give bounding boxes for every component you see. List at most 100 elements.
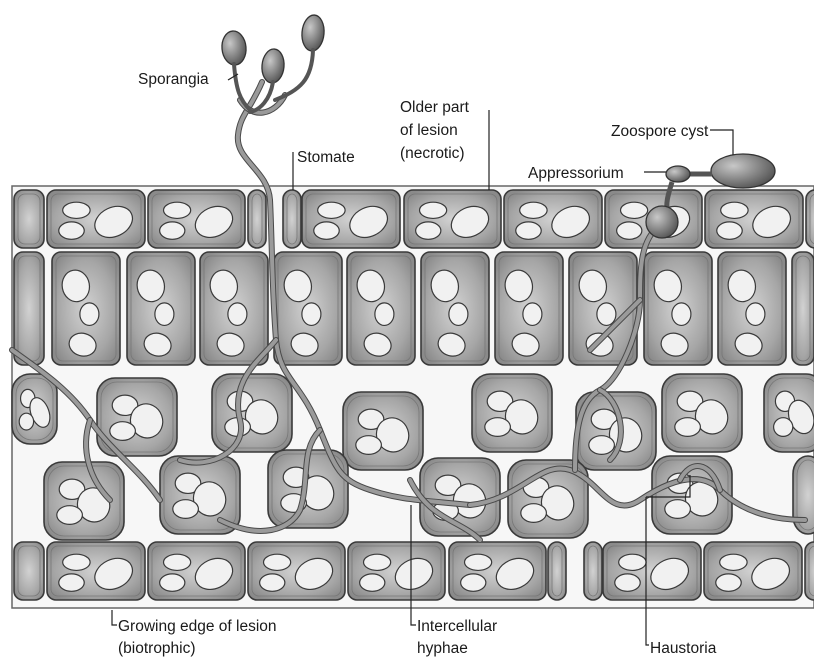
label-older-lesion-line3: (necrotic) (400, 145, 465, 162)
vacuole (461, 574, 486, 591)
palisade-cell (52, 252, 120, 365)
upper-epidermis-cell (248, 190, 266, 248)
vacuole (665, 500, 691, 519)
leader-line (710, 130, 733, 155)
label-older-lesion-line1: Older part (400, 99, 470, 116)
upper-epidermis-cell (504, 190, 602, 248)
upper-epidermis-cell (705, 190, 803, 248)
vacuole (164, 202, 191, 218)
vacuole (589, 436, 615, 455)
mesophyll-cell (764, 374, 814, 452)
vacuole (63, 202, 90, 218)
label-sporangia: Sporangia (138, 71, 209, 88)
vacuole (485, 418, 511, 437)
vacuole (360, 574, 385, 591)
vacuole (110, 422, 136, 441)
lower-epidermis-cell (805, 542, 814, 600)
cell-wall (14, 252, 44, 365)
upper-epidermis-cell (302, 190, 400, 248)
label-zoospore-cyst: Zoospore cyst (611, 123, 709, 140)
label-appressorium: Appressorium (528, 165, 624, 182)
vacuole (746, 303, 765, 326)
palisade-cell (644, 252, 712, 365)
vacuole (260, 574, 285, 591)
vacuole (619, 554, 646, 570)
vacuole (264, 554, 291, 570)
vacuole (416, 222, 441, 239)
palisade-cell (127, 252, 195, 365)
palisade-cell (274, 252, 342, 365)
lower-epidermis-cell (548, 542, 566, 600)
mesophyll-cell (212, 374, 292, 452)
zoospore-cyst (711, 154, 775, 188)
vacuole (314, 222, 339, 239)
upper-epidermis-cell (47, 190, 145, 248)
palisade-cell (14, 252, 44, 365)
vacuole (59, 574, 84, 591)
mesophyll-cell (662, 374, 742, 452)
label-growing-edge-line1: Growing edge of lesion (118, 618, 277, 635)
vacuole (717, 222, 742, 239)
label-stomate: Stomate (297, 149, 355, 166)
vacuole (164, 554, 191, 570)
upper-epidermis-cell (806, 190, 814, 248)
lower-epidermis-cell (47, 542, 145, 600)
lower-epidermis-cell (704, 542, 802, 600)
upper-epidermis-cell (404, 190, 501, 248)
cell-wall (584, 542, 602, 600)
palisade-cell (495, 252, 563, 365)
vacuole (449, 303, 468, 326)
vacuole (19, 413, 33, 430)
vacuole (621, 202, 648, 218)
vacuole (516, 222, 541, 239)
vacuole (80, 303, 99, 326)
vacuole (364, 554, 391, 570)
vacuole (160, 222, 185, 239)
cell-wall (792, 252, 814, 365)
upper-epidermis-cell (283, 190, 301, 248)
vacuole (617, 222, 642, 239)
vacuole (420, 202, 447, 218)
mesophyll-cell (12, 374, 57, 444)
lower-epidermis-cell (14, 542, 44, 600)
vacuole (672, 303, 691, 326)
vacuole (597, 303, 616, 326)
cell-wall (548, 542, 566, 600)
lower-epidermis-cell (449, 542, 546, 600)
upper-epidermis-cell (148, 190, 245, 248)
vacuole (721, 202, 748, 218)
palisade-cell (421, 252, 489, 365)
vacuole (228, 303, 247, 326)
vacuole (615, 574, 640, 591)
vacuole (318, 202, 345, 218)
vacuole (155, 303, 174, 326)
leader-line (112, 610, 117, 625)
cell-wall (283, 190, 301, 248)
vacuole (720, 554, 747, 570)
vacuole (63, 554, 90, 570)
label-intercellular-line1: Intercellular (417, 618, 497, 635)
appressorium (666, 166, 690, 182)
sporangium (300, 14, 325, 52)
sporangium (261, 48, 286, 84)
vacuole (57, 506, 83, 525)
vacuole (375, 303, 394, 326)
vacuole (465, 554, 492, 570)
mesophyll-cell (343, 392, 423, 470)
vacuole (59, 222, 84, 239)
vacuole (716, 574, 741, 591)
lower-epidermis-cell (348, 542, 445, 600)
vacuole (302, 303, 321, 326)
lower-epidermis-cell (603, 542, 701, 600)
label-intercellular-line2: hyphae (417, 640, 468, 657)
cell-wall (248, 190, 266, 248)
label-growing-edge-line2: (biotrophic) (118, 640, 196, 657)
palisade-cell (347, 252, 415, 365)
label-haustoria: Haustoria (650, 640, 717, 657)
palisade-cell (718, 252, 786, 365)
label-older-lesion-line2: of lesion (400, 122, 458, 139)
vacuole (774, 418, 793, 437)
vacuole (675, 418, 701, 437)
